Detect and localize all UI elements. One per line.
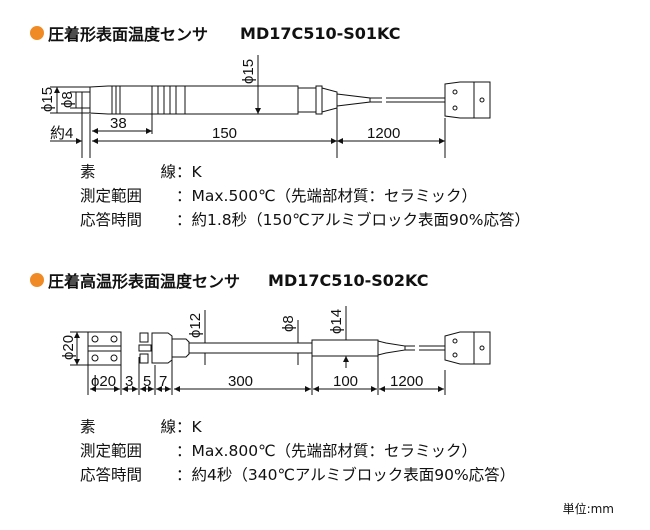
dim-label: ϕ12 [187, 313, 204, 338]
dim-label: 300 [228, 373, 253, 390]
spec-row: 素 線：K [80, 160, 530, 184]
section-title-1: 圧着形表面温度センサ MD17C510-S01KC [30, 21, 400, 45]
spec-label: 応答時間 [80, 466, 143, 484]
spec-value: 約4秒（340℃アルミブロック表面90%応答） [191, 466, 516, 484]
dim-label: 150 [212, 125, 237, 142]
spec-row: 応答時間 ：約4秒（340℃アルミブロック表面90%応答） [80, 463, 515, 487]
separator: ： [176, 418, 192, 436]
dim-label: 38 [110, 115, 127, 132]
spec-label: 線 [160, 418, 176, 436]
dim-label: ϕ8 [280, 315, 297, 332]
spec-label: 線 [160, 163, 176, 181]
spec-list-2: 素線：K 測定範囲：Max.800℃（先端部材質：セラミック） 応答時間：約4秒… [80, 415, 515, 487]
spec-label: 測定範囲 [80, 442, 143, 460]
section-title-2: 圧着高温形表面温度センサ MD17C510-S02KC [30, 268, 428, 292]
spec-row: 測定範囲 ：Max.800℃（先端部材質：セラミック） [80, 439, 515, 463]
spec-list-1: 素線：K 測定範囲：Max.500℃（先端部材質：セラミック） 応答時間：約1.… [80, 160, 530, 232]
dim-label: ϕ14 [328, 309, 345, 334]
separator: ： [176, 187, 192, 205]
model-number: MD17C510-S02KC [268, 270, 429, 290]
spec-label: 素 [80, 163, 96, 181]
spec-value: 約1.8秒（150℃アルミブロック表面90%応答） [191, 211, 530, 229]
spec-value: K [191, 418, 202, 436]
dim-label: ϕ15 [240, 59, 257, 84]
separator: ： [176, 442, 192, 460]
dim-label: ϕ15 [39, 87, 56, 112]
dimension-lines-2 [70, 306, 446, 395]
probe-drawing-2 [87, 331, 491, 366]
spec-value: K [191, 163, 202, 181]
spec-value: Max.500℃（先端部材質：セラミック） [191, 187, 477, 205]
spec-row: 応答時間 ：約1.8秒（150℃アルミブロック表面90%応答） [80, 208, 530, 232]
dim-label: 1200 [390, 373, 423, 390]
separator: ： [176, 163, 192, 181]
dimension-lines [50, 55, 446, 158]
dim-label: ϕ20 [60, 335, 77, 360]
unit-note: 単位:mm [562, 502, 614, 516]
dim-label: ϕ20 [91, 373, 116, 390]
bullet-icon [30, 26, 44, 40]
probe-drawing [81, 81, 491, 119]
spec-label: 素 [80, 418, 96, 436]
spec-row: 素 線：K [80, 415, 515, 439]
bullet-icon [30, 273, 44, 287]
dim-label: 約4 [50, 125, 73, 142]
separator: ： [176, 211, 192, 229]
spec-value: Max.800℃（先端部材質：セラミック） [191, 442, 477, 460]
title-text: 圧着高温形表面温度センサ [48, 272, 241, 291]
dim-label: 3 [125, 373, 133, 390]
title-text: 圧着形表面温度センサ [48, 25, 209, 44]
dim-label: 7 [159, 373, 167, 390]
dim-label: 100 [333, 373, 358, 390]
separator: ： [176, 466, 192, 484]
dim-label: 1200 [367, 125, 400, 142]
spec-label: 応答時間 [80, 211, 143, 229]
spec-label: 測定範囲 [80, 187, 143, 205]
model-number: MD17C510-S01KC [240, 23, 401, 43]
dim-label: 5 [143, 373, 151, 390]
dim-label: ϕ8 [59, 91, 76, 108]
spec-row: 測定範囲 ：Max.500℃（先端部材質：セラミック） [80, 184, 530, 208]
